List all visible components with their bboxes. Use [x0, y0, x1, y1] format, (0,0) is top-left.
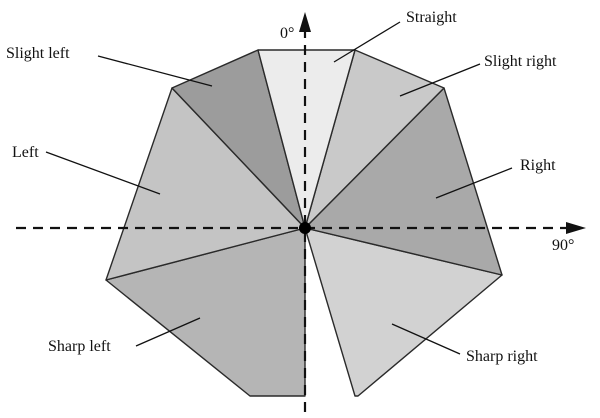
leader-sharp-right	[391, 323, 461, 355]
label-straight: Straight	[406, 9, 457, 26]
axes-group: 0° 90°	[16, 12, 586, 412]
vertical-axis-arrowhead	[299, 12, 311, 32]
center-point	[299, 222, 311, 234]
leader-left	[45, 151, 161, 195]
label-sharp-right: Sharp right	[466, 348, 538, 365]
leader-right	[435, 167, 513, 199]
sectors-group	[105, 49, 503, 397]
leader-slight-right	[399, 63, 481, 97]
horizontal-axis-label: 90°	[552, 237, 574, 254]
label-slight-right: Slight right	[484, 53, 557, 70]
label-right: Right	[520, 157, 556, 174]
vertical-axis-label: 0°	[280, 25, 294, 42]
horizontal-axis-arrowhead	[566, 222, 586, 234]
label-slight-left: Slight left	[6, 45, 70, 62]
leader-slight-left	[97, 55, 213, 87]
sector-straight	[257, 49, 356, 229]
label-left: Left	[12, 144, 39, 161]
label-sharp-left: Sharp left	[48, 338, 111, 355]
leaders-group	[45, 21, 513, 355]
leader-straight	[333, 21, 401, 63]
labels-group: Straight Slight left Slight right Left R…	[6, 9, 557, 365]
leader-sharp-left	[135, 317, 201, 347]
